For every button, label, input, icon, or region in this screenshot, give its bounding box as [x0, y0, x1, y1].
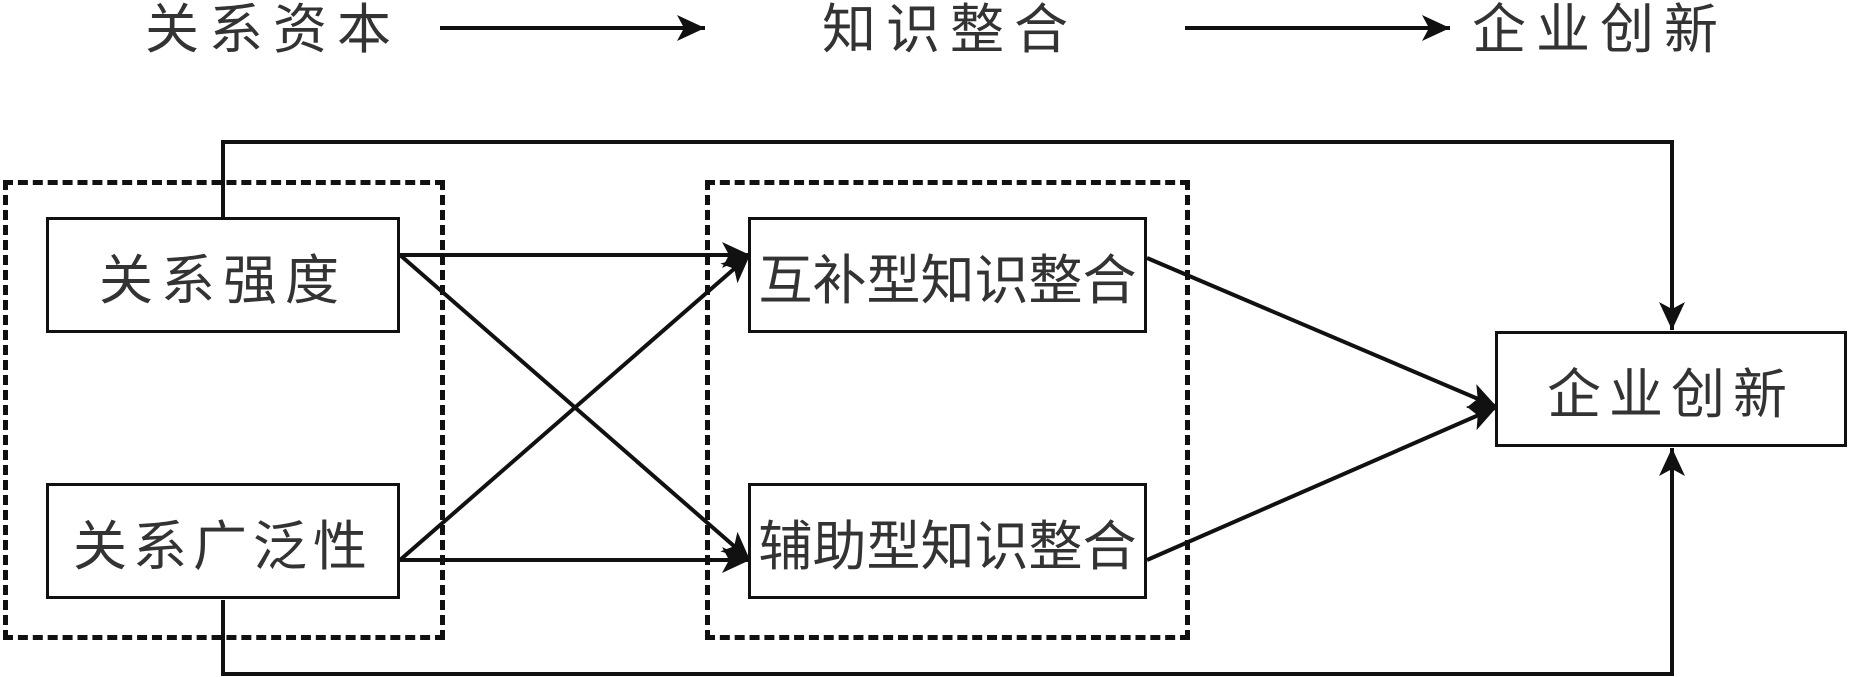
header-enterprise-innovation: 企业创新 [1472, 0, 1728, 61]
arrow-auxiliary-to-innovation [1146, 405, 1498, 562]
node-auxiliary-integration: 辅助型知识整合 [748, 483, 1147, 599]
node-relationship-strength: 关系强度 [46, 217, 400, 333]
header-knowledge-integration: 知识整合 [822, 0, 1078, 61]
node-complementary-integration: 互补型知识整合 [748, 217, 1147, 333]
arrow-strength-direct-to-innovation [221, 140, 1685, 330]
knowledge-integration-group [705, 180, 1190, 640]
node-relationship-breadth: 关系广泛性 [46, 483, 400, 599]
node-enterprise-innovation: 企业创新 [1495, 331, 1847, 447]
arrow-complementary-to-innovation [1146, 256, 1498, 409]
arrow-breadth-to-complementary [398, 253, 752, 562]
arrow-breadth-direct-to-innovation [221, 448, 1685, 676]
header-relational-capital: 关系资本 [145, 0, 401, 61]
